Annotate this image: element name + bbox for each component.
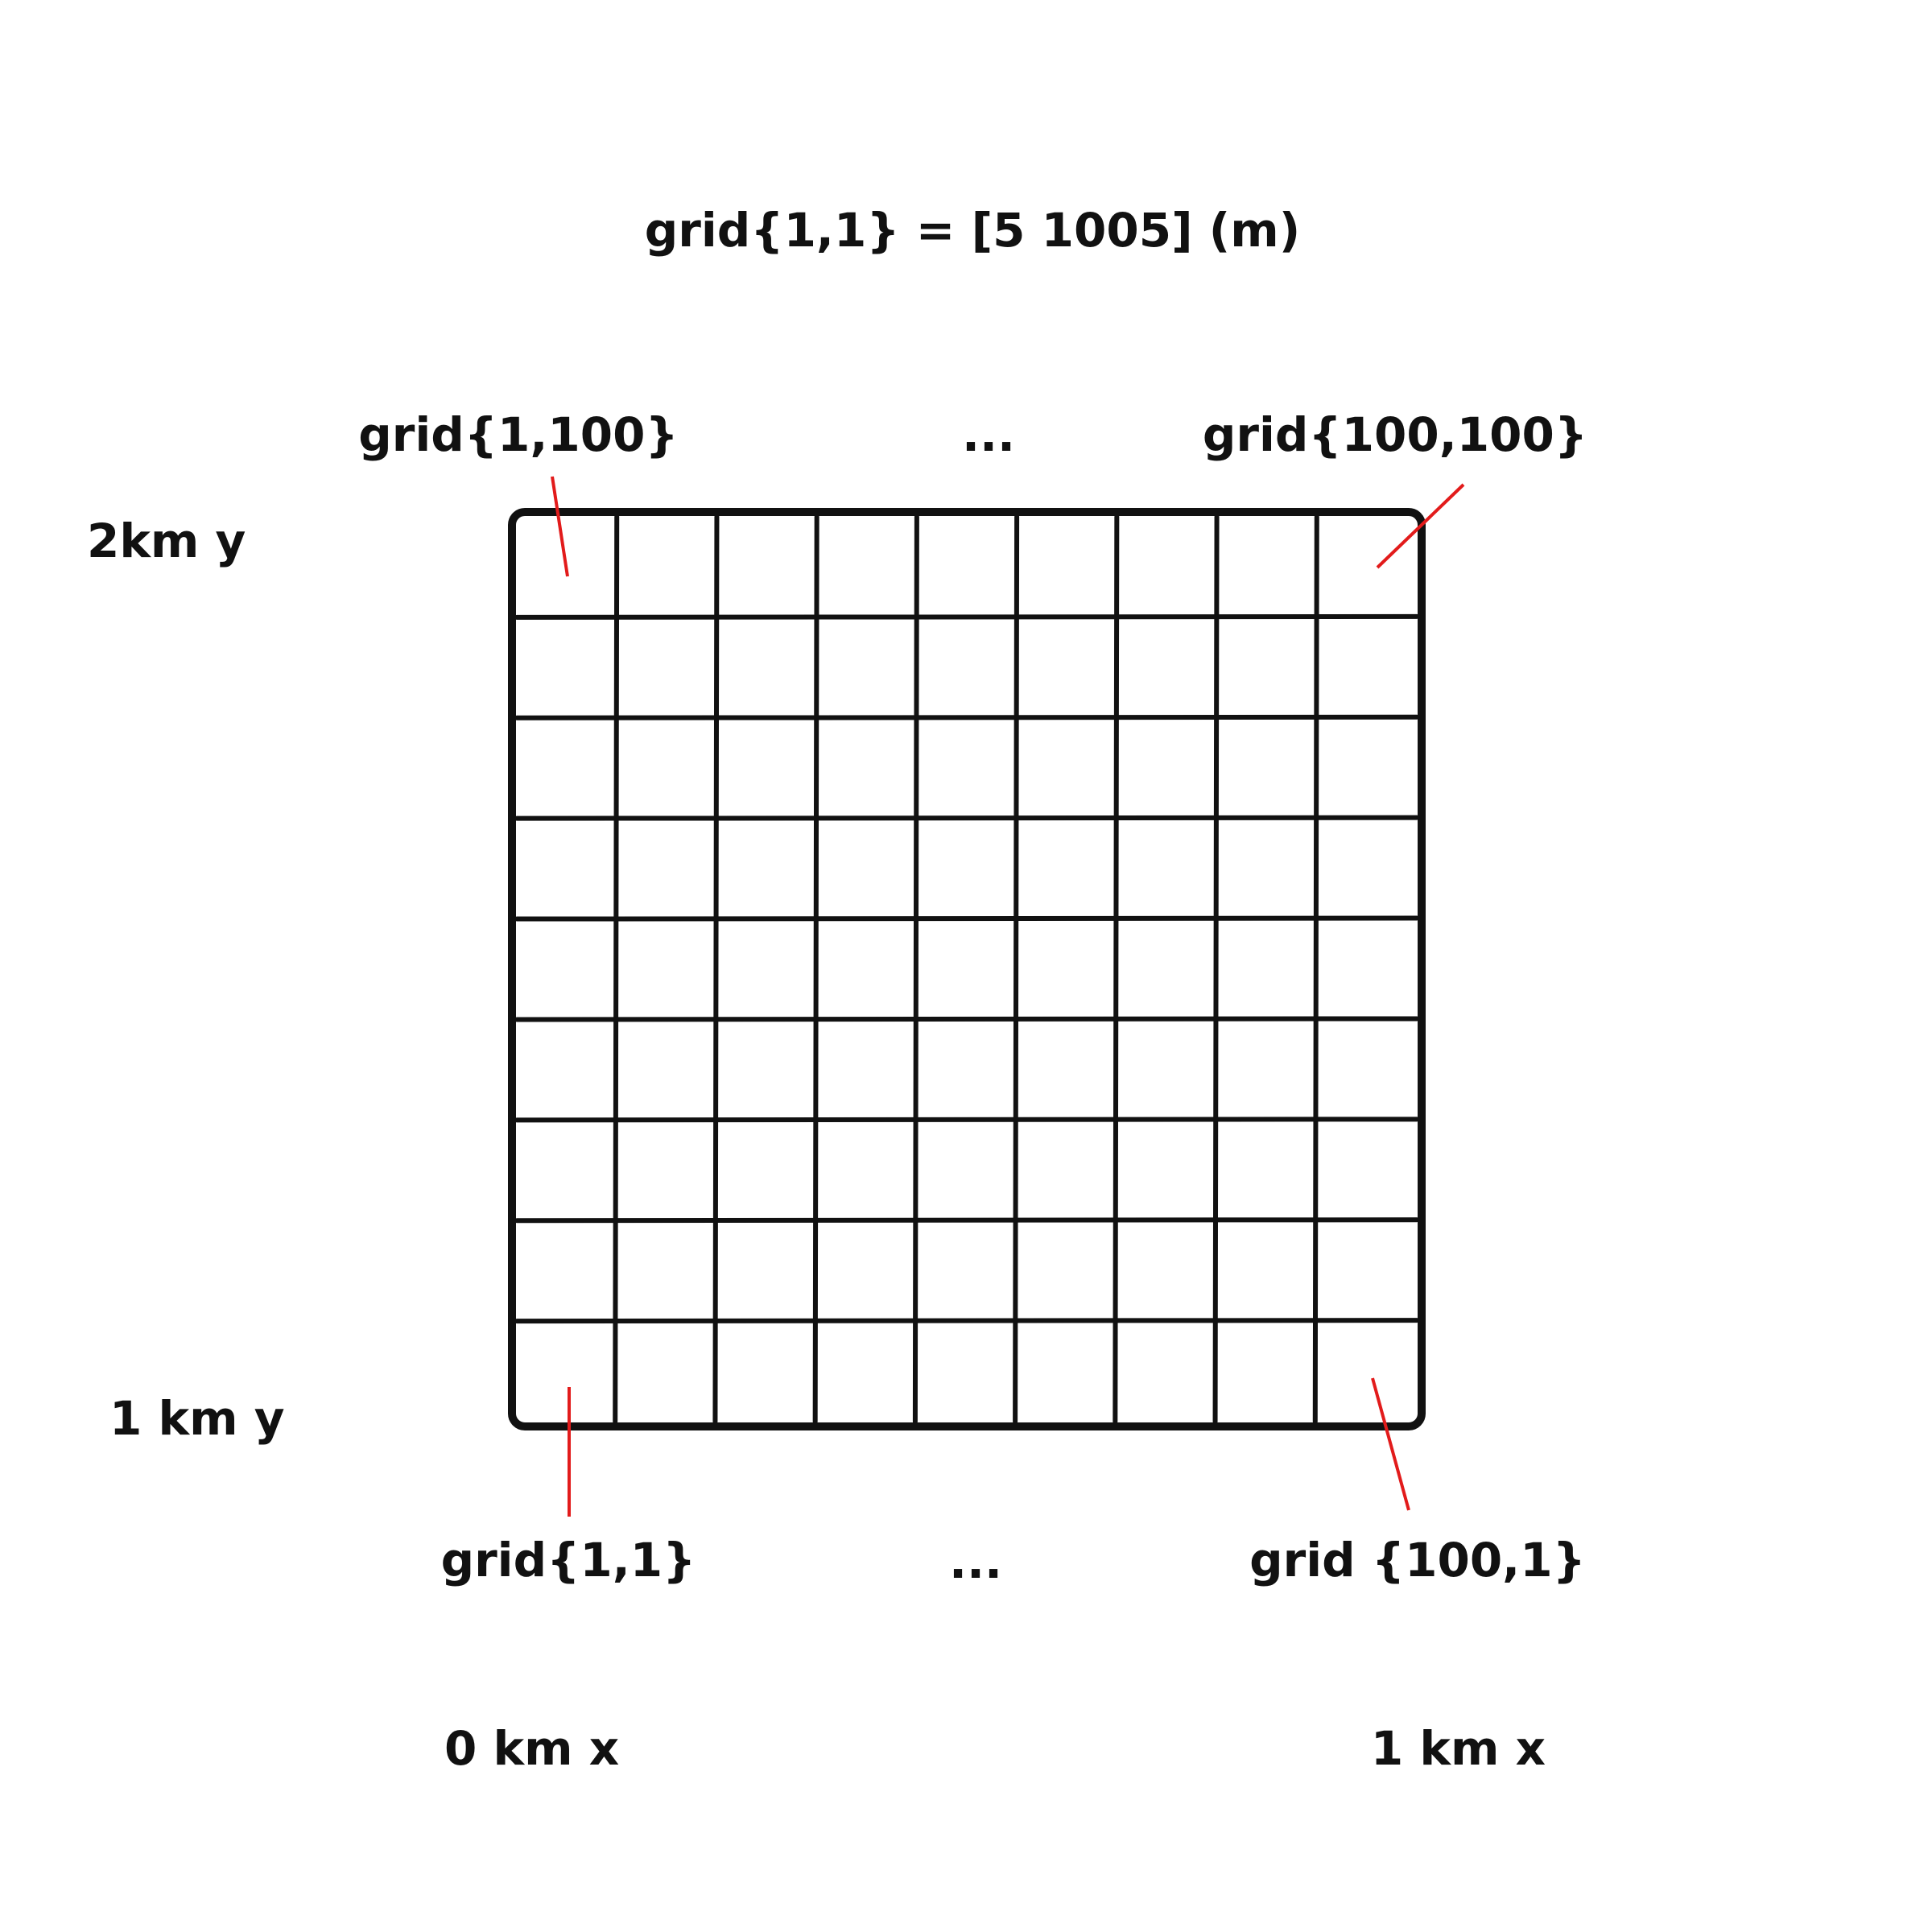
- mesh-horizontal-line: [514, 1117, 1419, 1123]
- y-label-bottom: 1 km y: [109, 1391, 285, 1446]
- mesh-frame: [508, 508, 1426, 1430]
- mesh-vertical-line: [1212, 514, 1220, 1424]
- wire-mesh: [514, 514, 1419, 1424]
- label-grid-1-1: grid{1,1}: [441, 1533, 696, 1587]
- mesh-vertical-line: [1312, 514, 1319, 1424]
- pointer-grid-100-1: [1371, 1377, 1410, 1511]
- label-grid-1-100: grid{1,100}: [358, 407, 679, 462]
- mesh-vertical-line: [1113, 514, 1120, 1424]
- mesh-horizontal-line: [514, 714, 1419, 720]
- mesh-vertical-line: [812, 514, 819, 1424]
- pointer-grid-1-100: [551, 476, 569, 577]
- mesh-vertical-line: [1013, 514, 1020, 1424]
- mesh-horizontal-line: [514, 1016, 1419, 1022]
- pointer-grid-100-100: [1376, 483, 1465, 569]
- x-label-right: 1 km x: [1371, 1721, 1546, 1776]
- x-label-left: 0 km x: [444, 1721, 619, 1776]
- top-ellipsis: ...: [962, 407, 1015, 462]
- mesh-vertical-line: [712, 514, 720, 1424]
- mesh-horizontal-line: [514, 1318, 1419, 1324]
- mesh-horizontal-line: [514, 815, 1419, 821]
- bottom-ellipsis: ...: [949, 1534, 1002, 1589]
- y-label-top: 2km y: [87, 514, 246, 568]
- title-equation: grid{1,1} = [5 1005] (m): [645, 203, 1300, 258]
- label-grid-100-1: grid {100,1}: [1249, 1533, 1586, 1587]
- mesh-vertical-line: [613, 514, 620, 1424]
- label-grid-100-100: grid{100,100}: [1203, 407, 1587, 462]
- mesh-vertical-line: [912, 514, 919, 1424]
